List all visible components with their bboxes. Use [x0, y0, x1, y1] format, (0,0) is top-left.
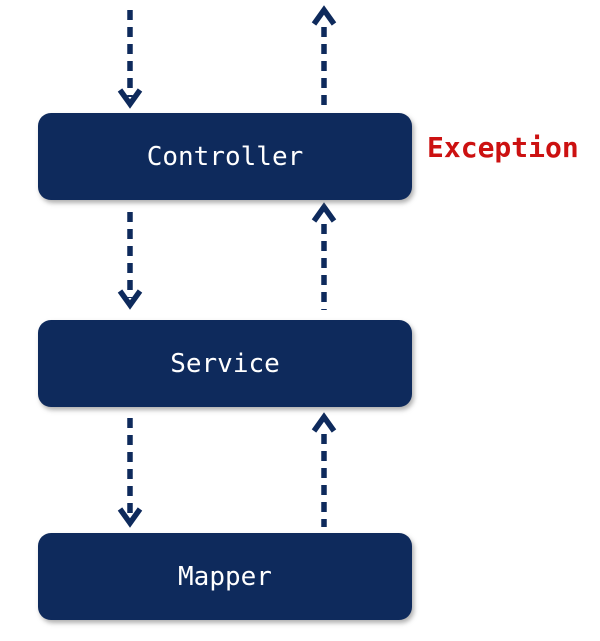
arrow-down-service-to-mapper-icon [117, 418, 143, 528]
node-mapper: Mapper [38, 533, 412, 620]
arrow-up-mapper-to-service-icon [311, 412, 337, 527]
node-mapper-label: Mapper [178, 561, 272, 592]
arrow-up-out-of-controller-icon [311, 5, 337, 105]
node-service: Service [38, 320, 412, 407]
node-controller: Controller [38, 113, 412, 200]
node-controller-label: Controller [146, 141, 304, 172]
arrow-down-into-controller-icon [117, 10, 143, 109]
arrow-down-controller-to-service-icon [117, 212, 143, 310]
exception-annotation: Exception [427, 131, 579, 164]
node-service-label: Service [170, 348, 280, 379]
arrow-up-service-to-controller-icon [311, 202, 337, 310]
